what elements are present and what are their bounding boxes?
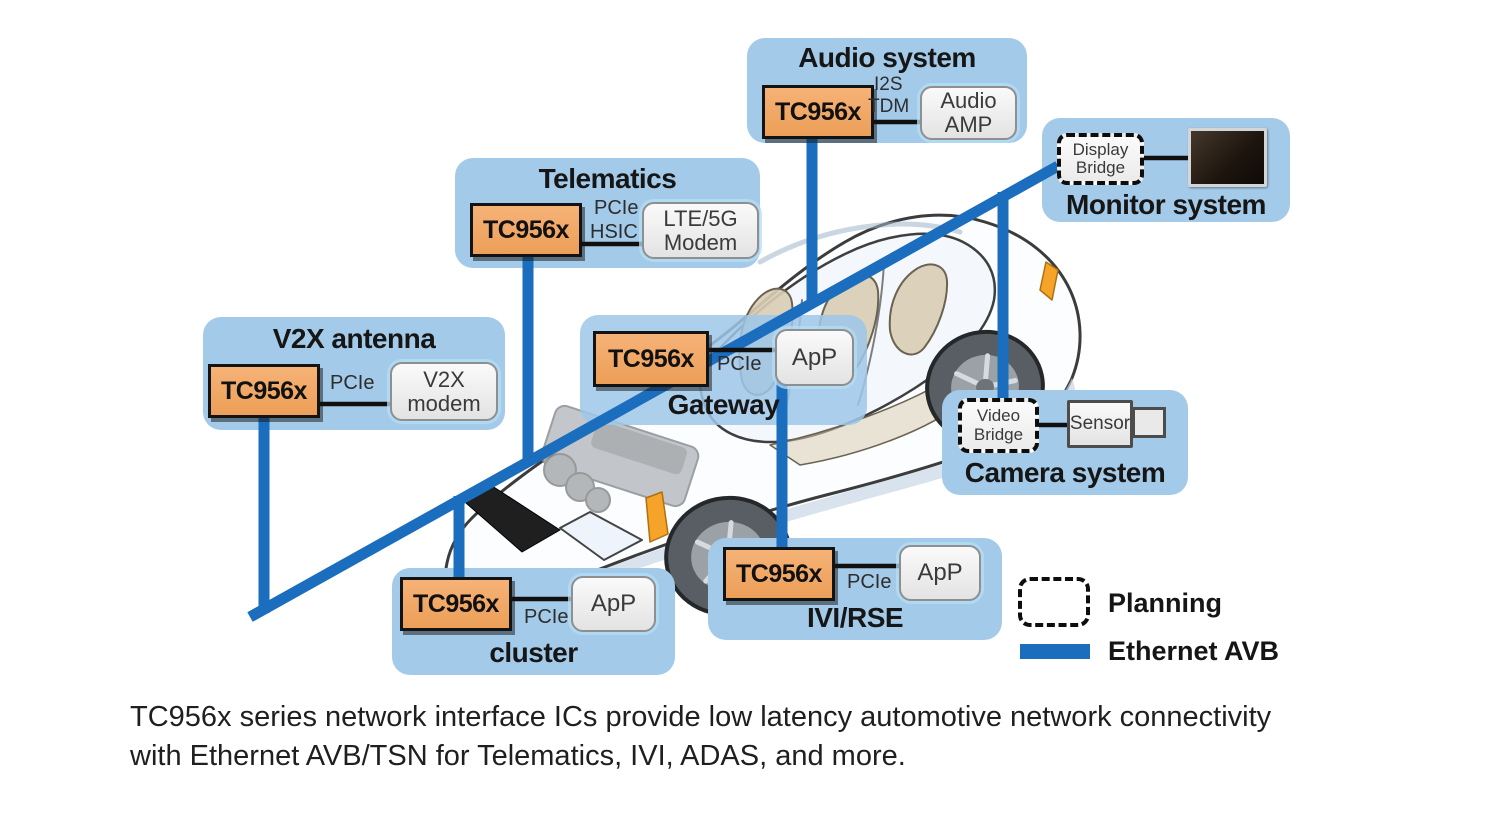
legend-ethernet-avb-swatch — [1020, 644, 1090, 659]
audio-tc956x-chip: TC956x — [762, 85, 874, 139]
audio-amp-box: Audio AMP — [920, 86, 1017, 140]
telematics-pcie-label: PCIe — [594, 197, 639, 219]
camera-sensor-label: Sensor — [1069, 412, 1131, 434]
cluster-pcie-label: PCIe — [524, 606, 569, 628]
legend-planning-swatch — [1018, 577, 1090, 627]
ivi-rse-title: IVI/RSE — [806, 602, 904, 633]
audio-tdm-label: TDM — [868, 96, 910, 117]
monitor-system-title: Monitor system — [1066, 189, 1266, 220]
audio-amp-line1: Audio — [940, 88, 997, 114]
ivi-tc956x-chip: TC956x — [723, 547, 835, 601]
video-bridge-box: Video Bridge — [958, 398, 1039, 453]
camera-system-title: Camera system — [964, 457, 1166, 488]
telematics-title: Telematics — [538, 163, 677, 194]
v2x-antenna-title: V2X antenna — [272, 323, 436, 354]
display-bridge-line1: Display — [1072, 139, 1129, 159]
video-bridge-line1: Video — [976, 406, 1021, 426]
caption-line-2: with Ethernet AVB/TSN for Telematics, IV… — [130, 740, 906, 772]
audio-amp-line2: AMP — [944, 112, 993, 137]
car-marker-front — [645, 491, 669, 543]
v2x-tc956x-chip: TC956x — [208, 364, 320, 418]
video-bridge-line2: Bridge — [973, 424, 1024, 444]
gateway-app-box: ApP — [775, 329, 854, 386]
telematics-tc956x-chip: TC956x — [470, 203, 582, 257]
camera-sensor-box: Sensor — [1067, 400, 1133, 448]
car-grille — [457, 481, 561, 553]
ivi-app-label: ApP — [917, 559, 963, 587]
cluster-app-label: ApP — [590, 590, 637, 618]
gateway-title: Gateway — [667, 389, 780, 420]
lte-5g-modem-line1: LTE/5G — [663, 205, 738, 231]
car-headlight — [559, 511, 643, 561]
camera-lens-icon — [1132, 407, 1166, 438]
cluster-title: cluster — [489, 637, 578, 668]
gateway-app-label: ApP — [791, 343, 838, 371]
legend-ethernet-avb-label: Ethernet AVB — [1108, 636, 1280, 666]
telematics-hsic-label: HSIC — [590, 221, 638, 243]
gateway-tc956x-chip: TC956x — [593, 331, 709, 387]
v2x-pcie-label: PCIe — [330, 372, 375, 394]
ivi-pcie-label: PCIe — [847, 571, 892, 593]
audio-system-title: Audio system — [798, 42, 976, 73]
v2x-modem-box: V2X modem — [390, 362, 498, 421]
display-bridge-box: Display Bridge — [1057, 133, 1144, 185]
monitor-screen-icon — [1188, 128, 1267, 187]
audio-i2s-label: I2S — [874, 74, 903, 95]
car-marker-rear — [1039, 261, 1059, 301]
legend-planning-label: Planning — [1108, 588, 1222, 618]
gateway-pcie-label: PCIe — [717, 353, 762, 375]
display-bridge-line2: Bridge — [1075, 158, 1126, 177]
ivi-app-box: ApP — [899, 545, 981, 601]
cluster-tc956x-chip: TC956x — [400, 577, 512, 631]
v2x-modem-line2: modem — [407, 390, 481, 416]
lte-5g-modem-line2: Modem — [663, 229, 738, 255]
v2x-modem-line1: V2X — [423, 366, 465, 392]
lte-5g-modem-box: LTE/5G Modem — [642, 202, 759, 259]
cluster-app-box: ApP — [571, 576, 656, 632]
caption-line-1: TC956x series network interface ICs prov… — [130, 701, 1272, 733]
